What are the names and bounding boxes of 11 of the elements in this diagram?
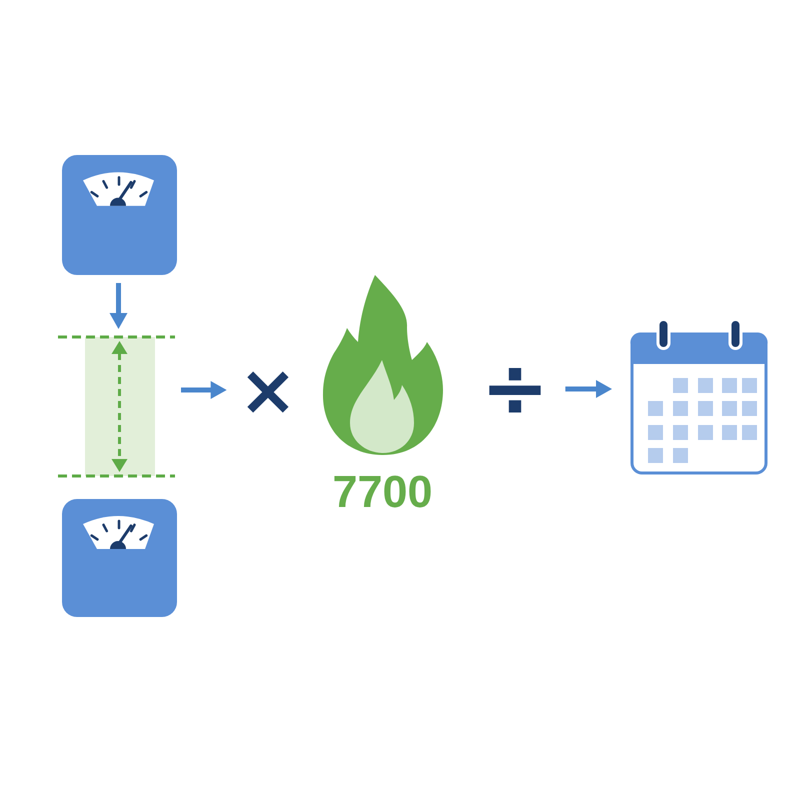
arrow [110, 283, 128, 329]
arrow [565, 380, 612, 398]
calendar-icon [630, 318, 768, 475]
bathroom-scale-icon [62, 155, 177, 275]
highlight-band [58, 335, 175, 478]
divide-sign: ÷ [480, 356, 550, 422]
flame-icon [322, 275, 443, 455]
arrow [181, 381, 227, 399]
multiply-sign: × [238, 362, 298, 418]
calorie-value: 7700 [332, 469, 433, 514]
bathroom-scale-icon [62, 499, 177, 617]
